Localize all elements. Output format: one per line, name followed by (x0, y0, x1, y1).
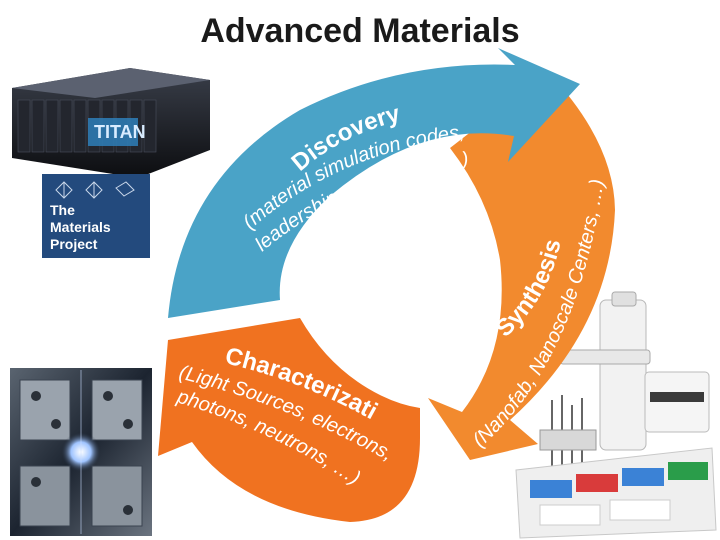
supercomputer-image: TITAN (12, 68, 210, 178)
materials-project-logo: The Materials Project (42, 174, 150, 258)
characterization-arrow (158, 318, 420, 522)
logo-line3: Project (50, 236, 98, 252)
crystal-lattice-icon (55, 181, 135, 199)
svg-text:TITAN: TITAN (94, 122, 146, 142)
discovery-arrow (168, 48, 580, 318)
synthesis-arrow (428, 72, 615, 460)
page-title: Advanced Materials (200, 12, 520, 50)
logo-line1: The (50, 202, 75, 218)
lab-robot-image (515, 291, 717, 539)
logo-line2: Materials (50, 219, 111, 235)
beamline-image (10, 368, 152, 536)
